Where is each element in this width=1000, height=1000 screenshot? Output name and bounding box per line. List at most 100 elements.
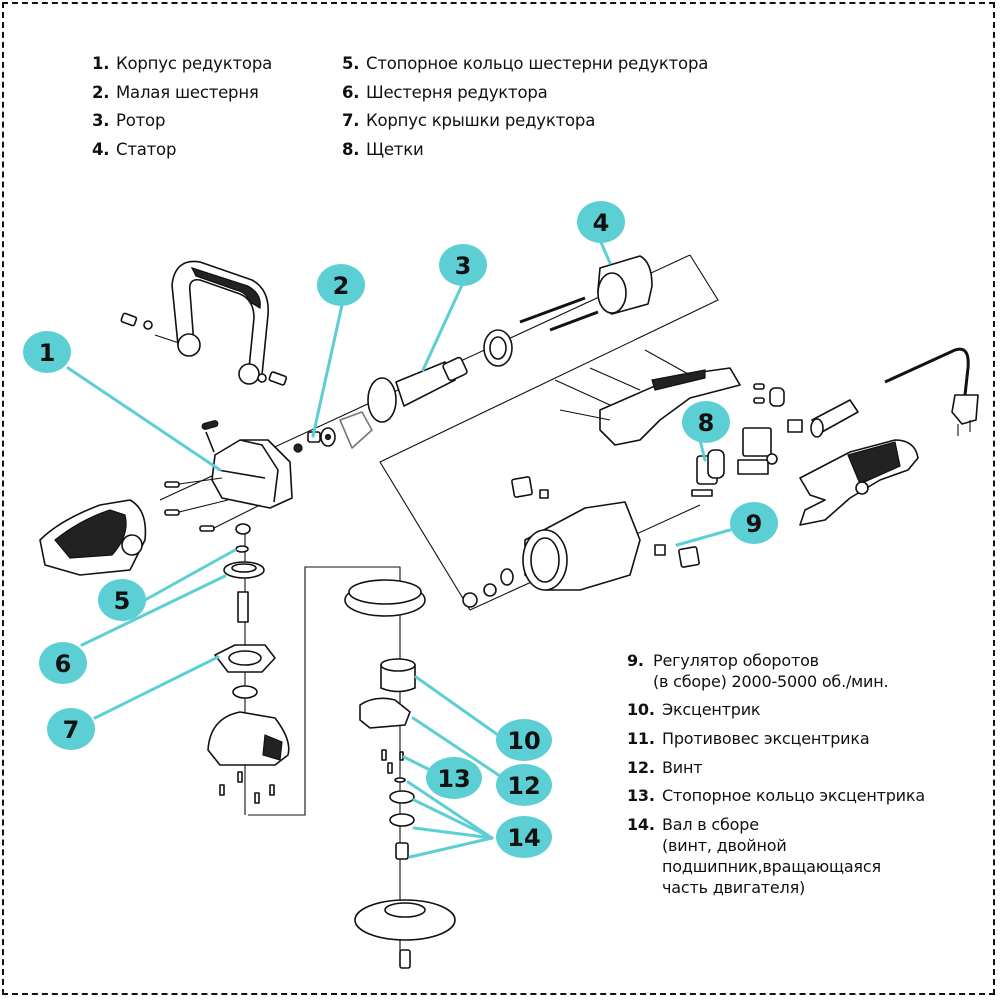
- power-cord: [810, 347, 979, 438]
- rear-handle: [799, 439, 919, 526]
- legend-label: Корпус крышки редуктора: [366, 111, 596, 131]
- callout-14: 14: [496, 816, 552, 858]
- lock-button-icon: [201, 420, 219, 430]
- front-bumper: [39, 499, 147, 576]
- legend-number: 2.: [92, 82, 110, 102]
- callout-number: 12: [507, 772, 540, 800]
- legend-item: 8. Щетки: [342, 136, 708, 165]
- screw-icon: [164, 509, 180, 516]
- leader-3: [421, 283, 464, 372]
- gear-stack: [207, 523, 290, 804]
- legend-number: 7.: [342, 111, 360, 131]
- trigger-icon: [737, 459, 769, 475]
- legend-item: 6.Шестерня редуктора: [342, 79, 708, 108]
- axis-connector: [379, 254, 719, 611]
- legend-item: 7. Корпус крышки редуктора: [342, 107, 708, 136]
- counterweight-icon: [359, 697, 411, 729]
- shaft-screw-icon: [395, 842, 409, 860]
- legend-number: 9.: [627, 651, 644, 670]
- leader-1: [66, 366, 222, 472]
- legend-label: Корпус редуктора: [116, 54, 273, 73]
- callout-7: 7: [47, 708, 95, 750]
- legend-item: 5.Стопорное кольцо шестерни редуктора: [342, 50, 708, 79]
- leader-12: [411, 716, 505, 780]
- motor-housing: [462, 476, 700, 608]
- leader-14a: [406, 780, 494, 840]
- callout-3: 3: [439, 244, 487, 286]
- nut-icon: [293, 443, 303, 453]
- legend-label: Ротор: [116, 111, 166, 131]
- legend-label: Стопорное кольцо эксцентрика: [662, 786, 925, 806]
- callout-12: 12: [496, 764, 552, 806]
- eccentric-axis-line: [248, 566, 401, 965]
- washer-icon: [143, 320, 153, 330]
- legend-label: Шестерня редуктора: [366, 82, 548, 102]
- callout-number: 13: [437, 765, 470, 793]
- legend-number: 4.: [92, 139, 110, 159]
- callout-8: 8: [682, 401, 730, 443]
- handle-bolt-icon: [120, 312, 138, 327]
- legend-item: 9.Регулятор оборотов (в сборе) 2000-5000…: [627, 647, 925, 696]
- legend-number: 13.: [627, 786, 655, 806]
- leader-7: [93, 655, 220, 720]
- small-gear-group: [293, 411, 373, 453]
- switch-group: [737, 383, 803, 475]
- callout-2: 2: [317, 264, 365, 306]
- legend-parts-5-8: 5.Стопорное кольцо шестерни редуктора 6.…: [342, 50, 708, 164]
- legend-label: Щетки: [366, 139, 424, 159]
- legend-label: Противовес эксцентрика: [662, 728, 870, 748]
- leader-6: [80, 574, 227, 647]
- callout-number: 7: [63, 716, 80, 744]
- legend-number: 12.: [627, 757, 655, 777]
- legend-number: 11.: [627, 728, 655, 748]
- callout-number: 4: [593, 209, 610, 237]
- callout-number: 6: [55, 650, 72, 678]
- leader-9: [675, 528, 732, 547]
- legend-item: 4. Статор: [92, 136, 272, 165]
- leader-8: [698, 438, 707, 462]
- handle-mount-right: [238, 363, 260, 385]
- bearing-icon: [483, 583, 497, 597]
- leader-5: [143, 548, 237, 602]
- backing-pad-icon: [354, 899, 456, 941]
- retaining-ring-icon: [394, 777, 406, 783]
- callout-1: 1: [23, 331, 71, 373]
- bearing-icon: [500, 568, 514, 586]
- washer-icon: [257, 373, 267, 383]
- legend-label: Малая шестерня: [116, 82, 259, 102]
- leader-lines: [66, 238, 732, 859]
- leader-2: [311, 303, 344, 438]
- callout-6: 6: [39, 642, 87, 684]
- callout-number: 14: [507, 824, 540, 852]
- legend-item: 12.Винт: [627, 754, 925, 783]
- callout-number: 10: [507, 727, 540, 755]
- leader-10: [414, 675, 500, 737]
- legend-label: Статор: [116, 139, 177, 159]
- plug-icon: [951, 394, 979, 425]
- screw-icon: [164, 481, 180, 488]
- stator: [519, 255, 653, 332]
- legend-number: 5.: [342, 54, 360, 73]
- legend-item: 10.Эксцентрик: [627, 696, 925, 725]
- callout-5: 5: [98, 579, 146, 621]
- legend-number: 8.: [342, 139, 360, 159]
- capacitor-icon: [787, 419, 803, 433]
- leader-4: [598, 238, 612, 265]
- legend-item: 1.Корпус редуктора: [92, 50, 272, 79]
- legend-parts-1-4: 1.Корпус редуктора 2. Малая шестерня 3. Ро…: [92, 50, 272, 164]
- callout-number: 1: [39, 339, 56, 367]
- fan-icon: [367, 377, 397, 423]
- callout-number: 8: [698, 409, 715, 437]
- d-handle: [120, 260, 288, 386]
- bearing-icon: [235, 523, 251, 535]
- rotor: [367, 329, 513, 423]
- legend-item: 2. Малая шестерня: [92, 79, 272, 108]
- legend-number: 3.: [92, 111, 110, 131]
- leader-14b: [412, 798, 494, 840]
- cover-plate-icon: [678, 546, 700, 568]
- legend-parts-9-14: 9.Регулятор оборотов (в сборе) 2000-5000…: [627, 647, 925, 902]
- legend-label: Вал в сборе (винт, двойной подшипник,вра…: [662, 815, 881, 898]
- callout-4: 4: [577, 201, 625, 243]
